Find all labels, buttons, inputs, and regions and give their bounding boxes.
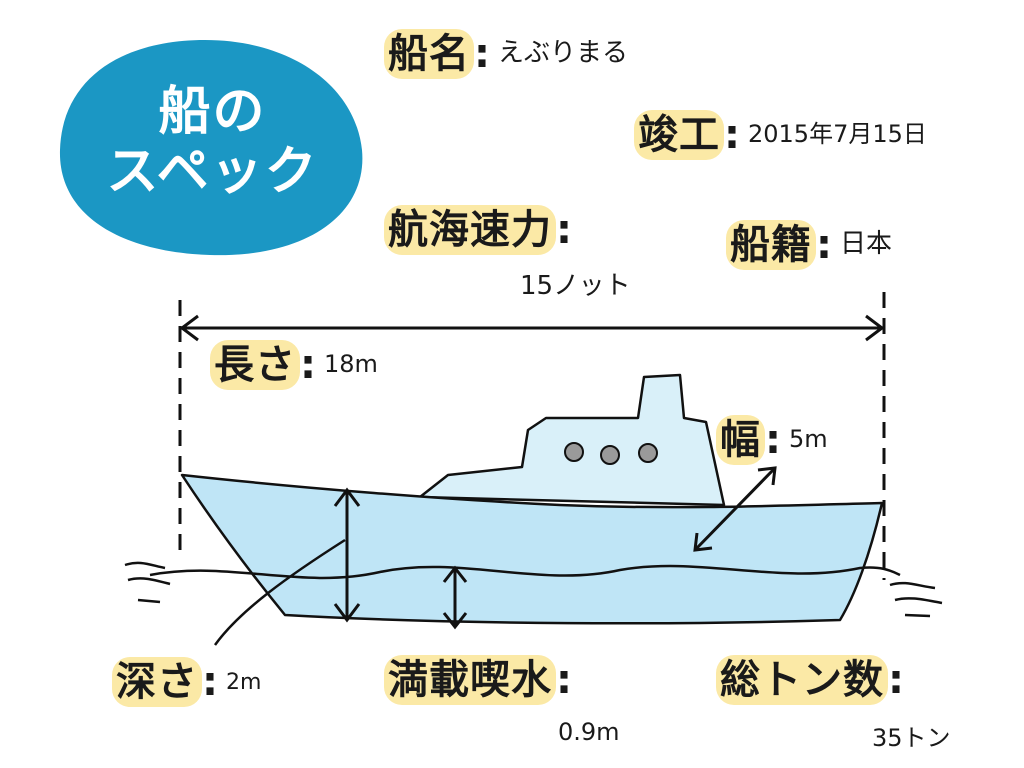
completion-label: 竣工 xyxy=(634,110,724,160)
gross-tonnage-spec: 総トン数: xyxy=(716,655,912,705)
title-line-2: スペック xyxy=(106,142,319,202)
width-spec: 幅:5m xyxy=(716,415,828,465)
draft-arrow xyxy=(442,565,468,630)
draft-spec: 満載喫水: xyxy=(384,655,580,705)
colon: : xyxy=(556,207,572,253)
speed-label: 航海速力 xyxy=(384,205,556,255)
gross-tonnage-value: 35トン xyxy=(872,724,951,752)
colon: : xyxy=(300,342,316,388)
draft-label: 満載喫水 xyxy=(384,655,556,705)
depth-spec: 深さ:2m xyxy=(112,657,262,707)
colon: : xyxy=(474,31,490,77)
water-ripples-right xyxy=(889,581,943,618)
colon: : xyxy=(816,222,832,268)
length-value: 18m xyxy=(324,350,378,378)
flag-value: 日本 xyxy=(840,229,893,259)
depth-leader-line xyxy=(213,538,346,646)
ship-hull xyxy=(180,473,884,625)
porthole xyxy=(564,442,584,462)
completion-value: 2015年7月15日 xyxy=(748,120,927,148)
colon: : xyxy=(724,112,740,158)
width-arrow xyxy=(693,466,777,552)
ship-name-value: えぶりまる xyxy=(498,38,629,68)
ship-name-label: 船名 xyxy=(384,29,474,79)
water-ripples-left xyxy=(124,561,171,604)
depth-arrow xyxy=(333,487,361,623)
flag-label: 船籍 xyxy=(726,220,816,270)
porthole xyxy=(600,445,620,465)
depth-label: 深さ xyxy=(112,657,202,707)
gross-tonnage-label: 総トン数 xyxy=(716,655,888,705)
flag-spec: 船籍: 日本 xyxy=(726,220,893,270)
colon: : xyxy=(765,417,781,463)
colon: : xyxy=(202,659,218,705)
speed-spec: 航海速力: xyxy=(384,205,580,255)
title-line-1: 船の xyxy=(158,82,267,142)
depth-value: 2m xyxy=(226,670,262,695)
length-arrow xyxy=(179,314,885,342)
colon: : xyxy=(888,657,904,703)
speed-value: 15ノット xyxy=(520,271,631,301)
width-label: 幅 xyxy=(716,415,765,465)
colon: : xyxy=(556,657,572,703)
title-badge: 船の スペック xyxy=(60,82,365,202)
completion-spec: 竣工:2015年7月15日 xyxy=(634,110,927,160)
ship-name-spec: 船名: えぶりまる xyxy=(384,29,629,79)
length-spec: 長さ:18m xyxy=(210,340,378,390)
ship-cabin xyxy=(418,373,726,507)
draft-value: 0.9m xyxy=(558,718,620,746)
title-badge-shape xyxy=(59,40,363,256)
width-value: 5m xyxy=(789,425,828,453)
porthole xyxy=(638,443,658,463)
length-label: 長さ xyxy=(210,340,300,390)
